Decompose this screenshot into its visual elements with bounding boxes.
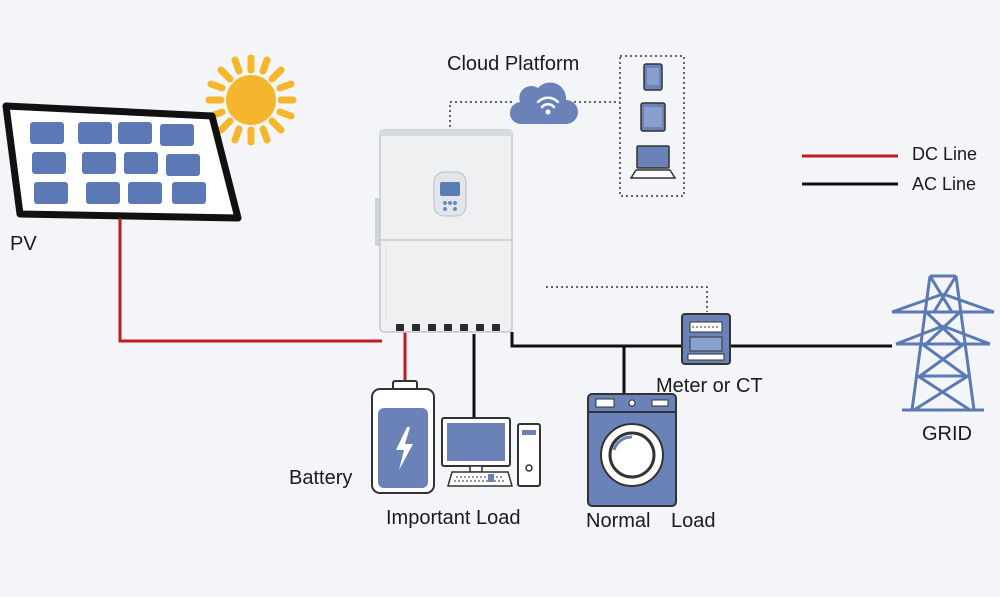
sun-icon — [205, 54, 297, 146]
label-grid: GRID — [922, 423, 972, 445]
tablet-icon — [640, 102, 666, 132]
label-cloud-platform: Cloud Platform — [447, 53, 580, 75]
computer-icon — [441, 417, 541, 487]
cloud-icon — [509, 82, 578, 125]
devices-box — [619, 55, 685, 197]
label-important-load: Important Load — [386, 507, 521, 529]
label-pv: PV — [10, 233, 37, 255]
dc-line-pv — [118, 218, 382, 343]
label-battery: Battery — [289, 467, 353, 489]
pv-panel-icon — [2, 102, 242, 222]
label-normal: Normal — [586, 510, 651, 532]
laptop-icon — [629, 145, 677, 179]
battery-icon — [371, 380, 435, 494]
label-load: Load — [671, 510, 716, 532]
communication-lines — [449, 101, 708, 312]
legend-ac-label: AC Line — [912, 174, 977, 194]
phone-icon — [643, 63, 663, 91]
grid-tower-icon — [891, 274, 995, 412]
ac-line-grid — [510, 332, 892, 348]
washing-machine-icon — [587, 393, 677, 507]
legend-dc-label: DC Line — [912, 144, 978, 164]
meter-icon — [681, 313, 731, 365]
inverter-icon — [375, 129, 513, 333]
label-meter: Meter or CT — [656, 375, 763, 397]
